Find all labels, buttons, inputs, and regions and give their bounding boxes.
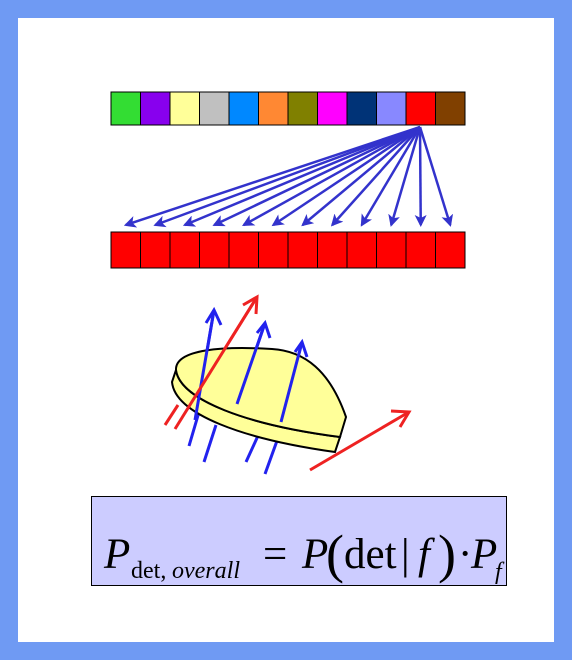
formula-open-paren: (	[326, 524, 344, 584]
top-strip-cell	[346, 91, 377, 126]
fanout-arrow	[418, 126, 454, 227]
top-strip-cell	[199, 91, 230, 126]
top-color-strip	[110, 91, 466, 126]
bottom-strip-cell	[110, 231, 141, 269]
formula-pf: P	[470, 531, 497, 578]
bottom-strip-cell	[258, 231, 289, 269]
formula-lhs-subscript: det,	[131, 558, 166, 584]
formula-box	[91, 496, 507, 586]
fanout-arrow	[271, 125, 421, 227]
formula-lhs-subscript-italic: overall	[172, 558, 240, 584]
top-strip-cell	[405, 91, 436, 126]
fanout-arrow	[242, 125, 421, 227]
top-strip-cell	[287, 91, 318, 126]
formula-close-paren: )	[438, 524, 456, 584]
red-ray-right-lower-head	[390, 409, 412, 428]
red-ray-left-lower	[163, 404, 180, 426]
bottom-strip-cell	[346, 231, 377, 269]
lens-top	[174, 347, 348, 439]
formula-det: det	[344, 531, 397, 578]
fanout-arrow	[330, 126, 421, 227]
formula-rhs-p: P	[301, 531, 328, 578]
lens-shape	[170, 347, 348, 454]
formula-pf-subscript: f	[495, 559, 505, 585]
top-strip-cell	[376, 91, 407, 126]
fanout-arrow	[212, 125, 421, 227]
formula-f: f	[418, 531, 435, 578]
red-ray-through-upper	[173, 296, 259, 430]
blue-ray-through-right	[279, 341, 304, 423]
formula-equals: =	[263, 531, 287, 578]
blue-ray-mid-lower	[202, 424, 218, 463]
lens-illustration	[163, 294, 412, 475]
formula-dot: ·	[458, 531, 472, 578]
fanout-arrow	[301, 126, 421, 227]
bottom-strip-cell	[287, 231, 318, 269]
red-ray-right-lower	[309, 410, 410, 472]
top-strip-cell	[435, 91, 466, 126]
rays-through-lens	[173, 296, 304, 430]
blue-ray-far-lower	[263, 437, 280, 475]
bottom-strip-cell	[228, 231, 259, 269]
fanout-arrows	[123, 125, 454, 228]
fanout-arrow	[182, 125, 421, 227]
bottom-color-strip	[110, 231, 466, 269]
fanout-arrow	[388, 126, 422, 227]
top-strip-cell	[228, 91, 259, 126]
bottom-strip-cell	[199, 231, 230, 269]
fanout-arrow	[153, 125, 421, 228]
fanout-arrow	[123, 125, 421, 228]
bottom-strip-cell	[317, 231, 348, 269]
fanout-arrow	[414, 126, 427, 227]
bottom-strip-cell	[435, 231, 466, 269]
blue-ray-left-lower	[187, 411, 201, 447]
top-strip-cell	[317, 91, 348, 126]
top-strip-cell	[110, 91, 141, 126]
bottom-strip-cell	[376, 231, 407, 269]
bottom-strip-cell	[405, 231, 436, 269]
formula-lhs-symbol: P	[103, 531, 130, 578]
blue-ray-through-mid	[235, 322, 267, 405]
blue-ray-through-left	[193, 309, 216, 421]
fanout-arrow	[360, 126, 422, 227]
bottom-strip-cell	[169, 231, 200, 269]
formula-bar: |	[401, 531, 410, 578]
top-strip-cell	[258, 91, 289, 126]
